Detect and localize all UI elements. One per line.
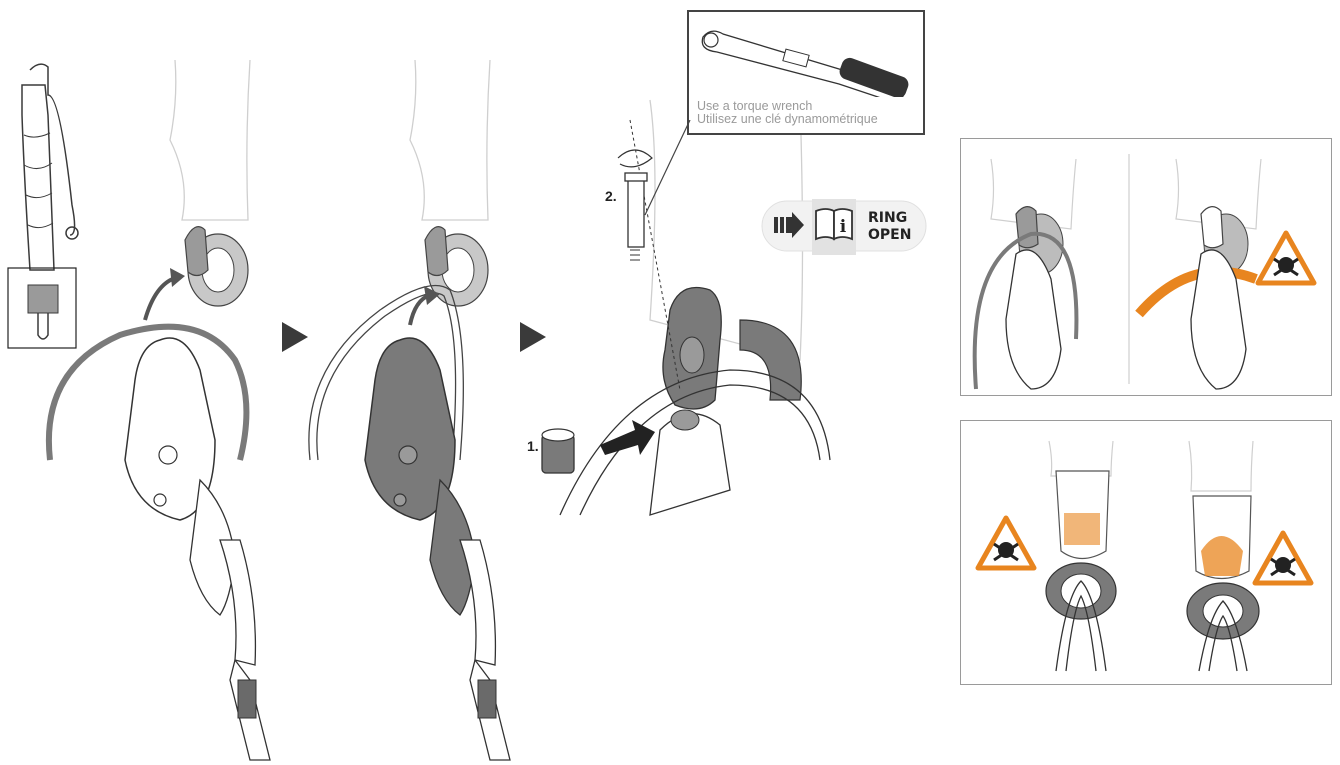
warning-skull-icon — [978, 518, 1034, 568]
torque-wrench-inset: Use a torque wrench Utilisez une clé dyn… — [687, 10, 925, 135]
curved-arrow-icon — [145, 278, 175, 320]
inspection-frame-bottom — [960, 420, 1332, 685]
warning-skull-icon — [1258, 233, 1314, 283]
manual-info-icon: i — [816, 209, 852, 239]
manual-reference-text: RING OPEN — [868, 210, 911, 244]
ring-label: RING — [868, 210, 911, 227]
inspection-frame-top — [960, 138, 1332, 396]
step-label-2: 2. — [605, 188, 617, 204]
torque-note-fr: Utilisez une clé dynamométrique — [697, 113, 878, 126]
warning-skull-icon — [1255, 533, 1311, 583]
step-panel-2 — [290, 40, 530, 765]
open-label: OPEN — [868, 227, 911, 244]
step-label-1: 1. — [527, 438, 539, 454]
svg-text:i: i — [840, 217, 847, 237]
step-panel-1 — [40, 40, 300, 765]
